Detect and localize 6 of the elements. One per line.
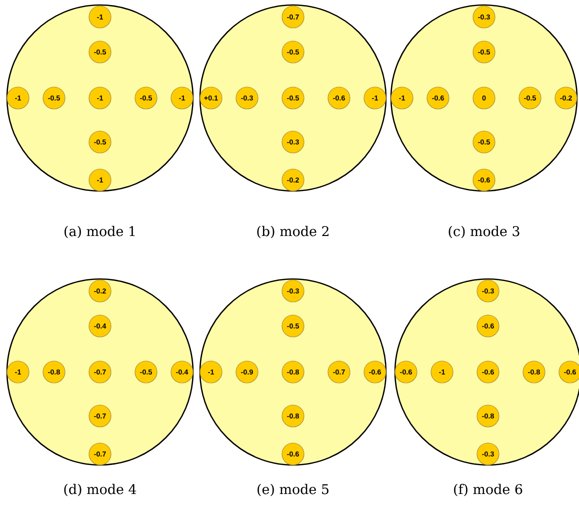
panel-caption: (d) mode 4 [64,484,136,496]
panel-caption: (f) mode 6 [454,484,522,496]
panel-caption: (e) mode 5 [258,484,328,496]
panel-caption: (c) mode 3 [448,226,520,238]
panel-caption: (a) mode 1 [64,226,135,238]
panel-caption: (b) mode 2 [257,226,328,238]
